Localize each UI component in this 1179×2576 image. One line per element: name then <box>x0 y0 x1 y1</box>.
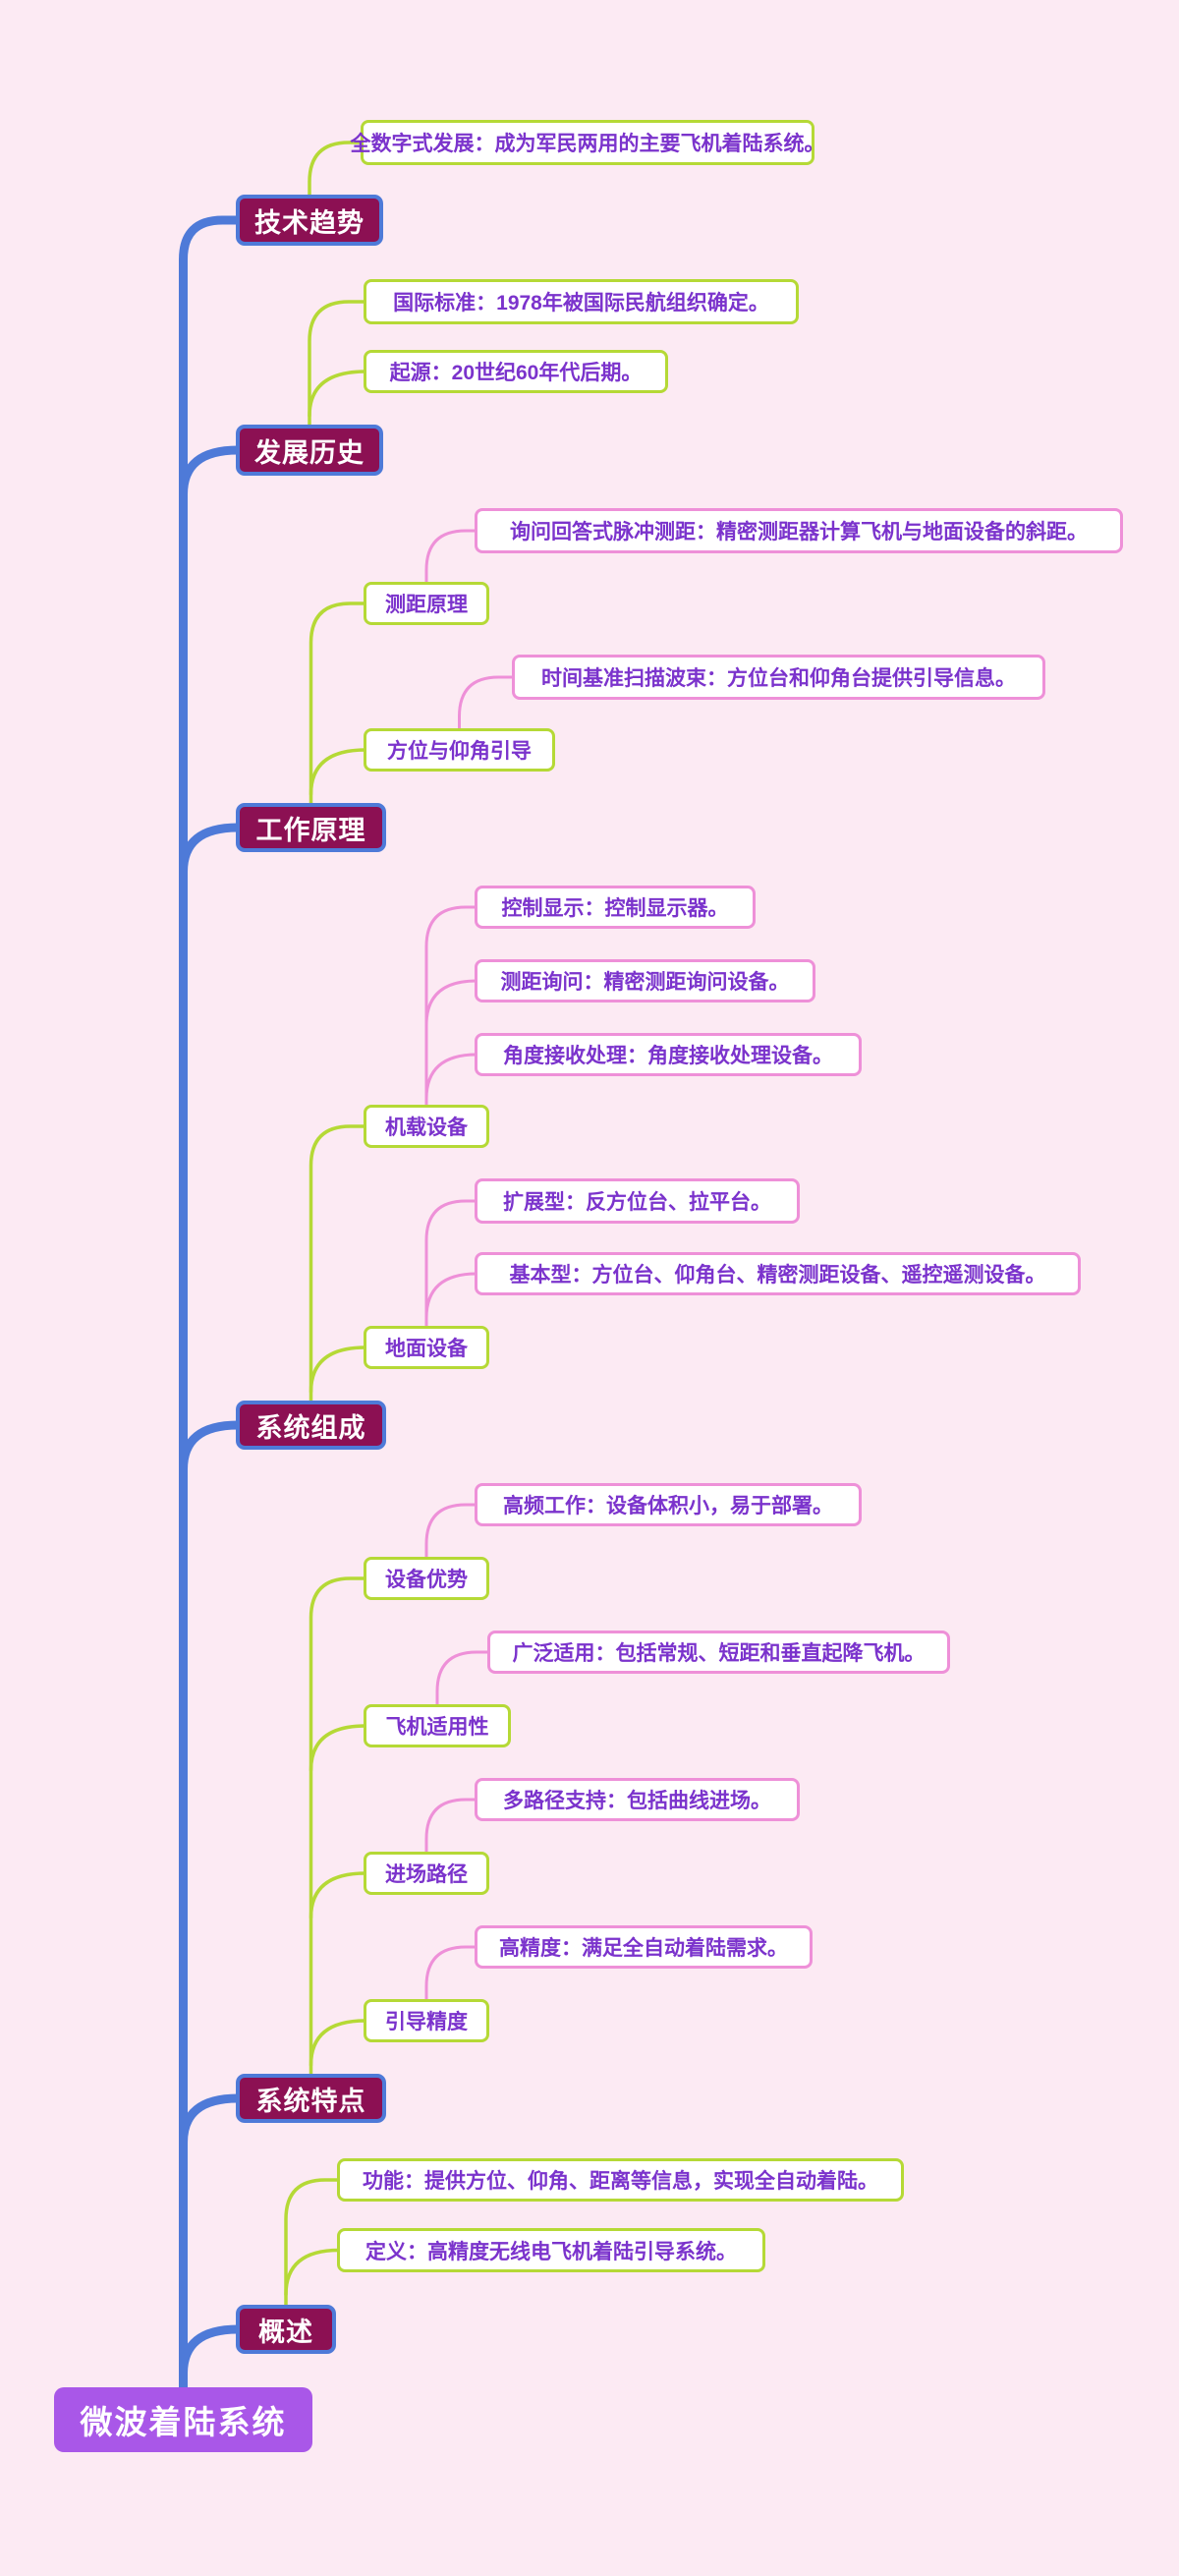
connector-overview-branch-1 <box>284 2248 341 2297</box>
node-tech-trend[interactable]: 技术趋势 <box>236 195 383 246</box>
connector-overview-trunk <box>284 2178 341 2307</box>
connector-system-composition-branch-1 <box>309 1345 367 1394</box>
node-high-accuracy[interactable]: 高精度：满足全自动着陆需求。 <box>475 1925 813 1969</box>
connector-root-branch-2 <box>179 823 243 877</box>
connector-root-branch-5 <box>179 2324 243 2378</box>
node-multi-path[interactable]: 多路径支持：包括曲线进场。 <box>475 1778 800 1821</box>
node-angle-receiving[interactable]: 角度接收处理：角度接收处理设备。 <box>475 1033 862 1076</box>
connector-ranging-principle-trunk <box>424 529 478 584</box>
node-ranging-interrogation[interactable]: 测距询问：精密测距询问设备。 <box>475 959 815 1002</box>
node-approach-path[interactable]: 进场路径 <box>364 1852 489 1895</box>
connector-approach-path-trunk <box>424 1798 478 1854</box>
node-aircraft-applicability[interactable]: 飞机适用性 <box>364 1704 511 1747</box>
connector-system-features-trunk <box>309 1576 367 2076</box>
node-ground-equipment[interactable]: 地面设备 <box>364 1326 489 1369</box>
connector-airborne-equipment-branch-2 <box>424 1053 478 1101</box>
node-equipment-advantage[interactable]: 设备优势 <box>364 1557 489 1600</box>
node-digital-dev[interactable]: 全数字式发展：成为军民两用的主要飞机着陆系统。 <box>351 120 825 165</box>
connector-system-features-branch-3 <box>309 2019 367 2067</box>
connector-airborne-equipment-branch-1 <box>424 979 478 1027</box>
connector-ground-equipment-trunk <box>424 1199 478 1328</box>
node-scanning-beam[interactable]: 时间基准扫描波束：方位台和仰角台提供引导信息。 <box>512 655 1045 700</box>
node-intl-standard[interactable]: 国际标准：1978年被国际民航组织确定。 <box>364 279 799 324</box>
connector-root-branch-3 <box>179 1420 243 1474</box>
node-extended-type[interactable]: 扩展型：反方位台、拉平台。 <box>475 1178 800 1224</box>
node-basic-type[interactable]: 基本型：方位台、仰角台、精密测距设备、遥控遥测设备。 <box>475 1252 1081 1295</box>
node-azimuth-elevation[interactable]: 方位与仰角引导 <box>364 728 555 772</box>
connector-root-branch-4 <box>179 2093 243 2147</box>
connector-root-trunk <box>179 215 243 2392</box>
connector-system-composition-trunk <box>309 1124 367 1402</box>
node-working-principle[interactable]: 工作原理 <box>236 803 386 852</box>
connector-working-principle-branch-1 <box>309 748 367 796</box>
node-high-frequency[interactable]: 高频工作：设备体积小，易于部署。 <box>475 1483 862 1526</box>
connector-equipment-advantage-trunk <box>424 1503 478 1559</box>
node-system-composition[interactable]: 系统组成 <box>236 1401 386 1450</box>
node-origin[interactable]: 起源：20世纪60年代后期。 <box>364 350 668 393</box>
node-ranging-principle[interactable]: 测距原理 <box>364 582 489 625</box>
node-system-features[interactable]: 系统特点 <box>236 2074 386 2123</box>
node-control-display[interactable]: 控制显示：控制显示器。 <box>475 886 756 929</box>
connector-system-features-branch-1 <box>309 1724 367 1772</box>
connector-aircraft-applicability-trunk <box>435 1650 491 1706</box>
node-pulse-ranging[interactable]: 询问回答式脉冲测距：精密测距器计算飞机与地面设备的斜距。 <box>475 508 1123 553</box>
connector-system-features-branch-2 <box>309 1871 367 1919</box>
node-overview[interactable]: 概述 <box>236 2305 336 2354</box>
connector-ground-equipment-branch-1 <box>424 1272 478 1320</box>
connector-working-principle-trunk <box>309 601 367 805</box>
node-dev-history[interactable]: 发展历史 <box>236 425 383 476</box>
connector-azimuth-elevation-trunk <box>458 675 516 730</box>
node-root[interactable]: 微波着陆系统 <box>54 2387 312 2452</box>
node-definition[interactable]: 定义：高精度无线电飞机着陆引导系统。 <box>337 2228 765 2272</box>
node-airborne-equipment[interactable]: 机载设备 <box>364 1105 489 1148</box>
connector-dev-history-branch-1 <box>308 370 367 418</box>
connector-guidance-accuracy-trunk <box>424 1945 478 2001</box>
node-wide-application[interactable]: 广泛适用：包括常规、短距和垂直起降飞机。 <box>487 1631 950 1674</box>
connector-root-branch-1 <box>179 445 243 499</box>
node-function[interactable]: 功能：提供方位、仰角、距离等信息，实现全自动着陆。 <box>337 2158 904 2202</box>
connector-dev-history-trunk <box>308 300 367 427</box>
connector-tech-trend-trunk <box>308 141 365 197</box>
node-guidance-accuracy[interactable]: 引导精度 <box>364 1999 489 2042</box>
connector-airborne-equipment-trunk <box>424 905 478 1107</box>
